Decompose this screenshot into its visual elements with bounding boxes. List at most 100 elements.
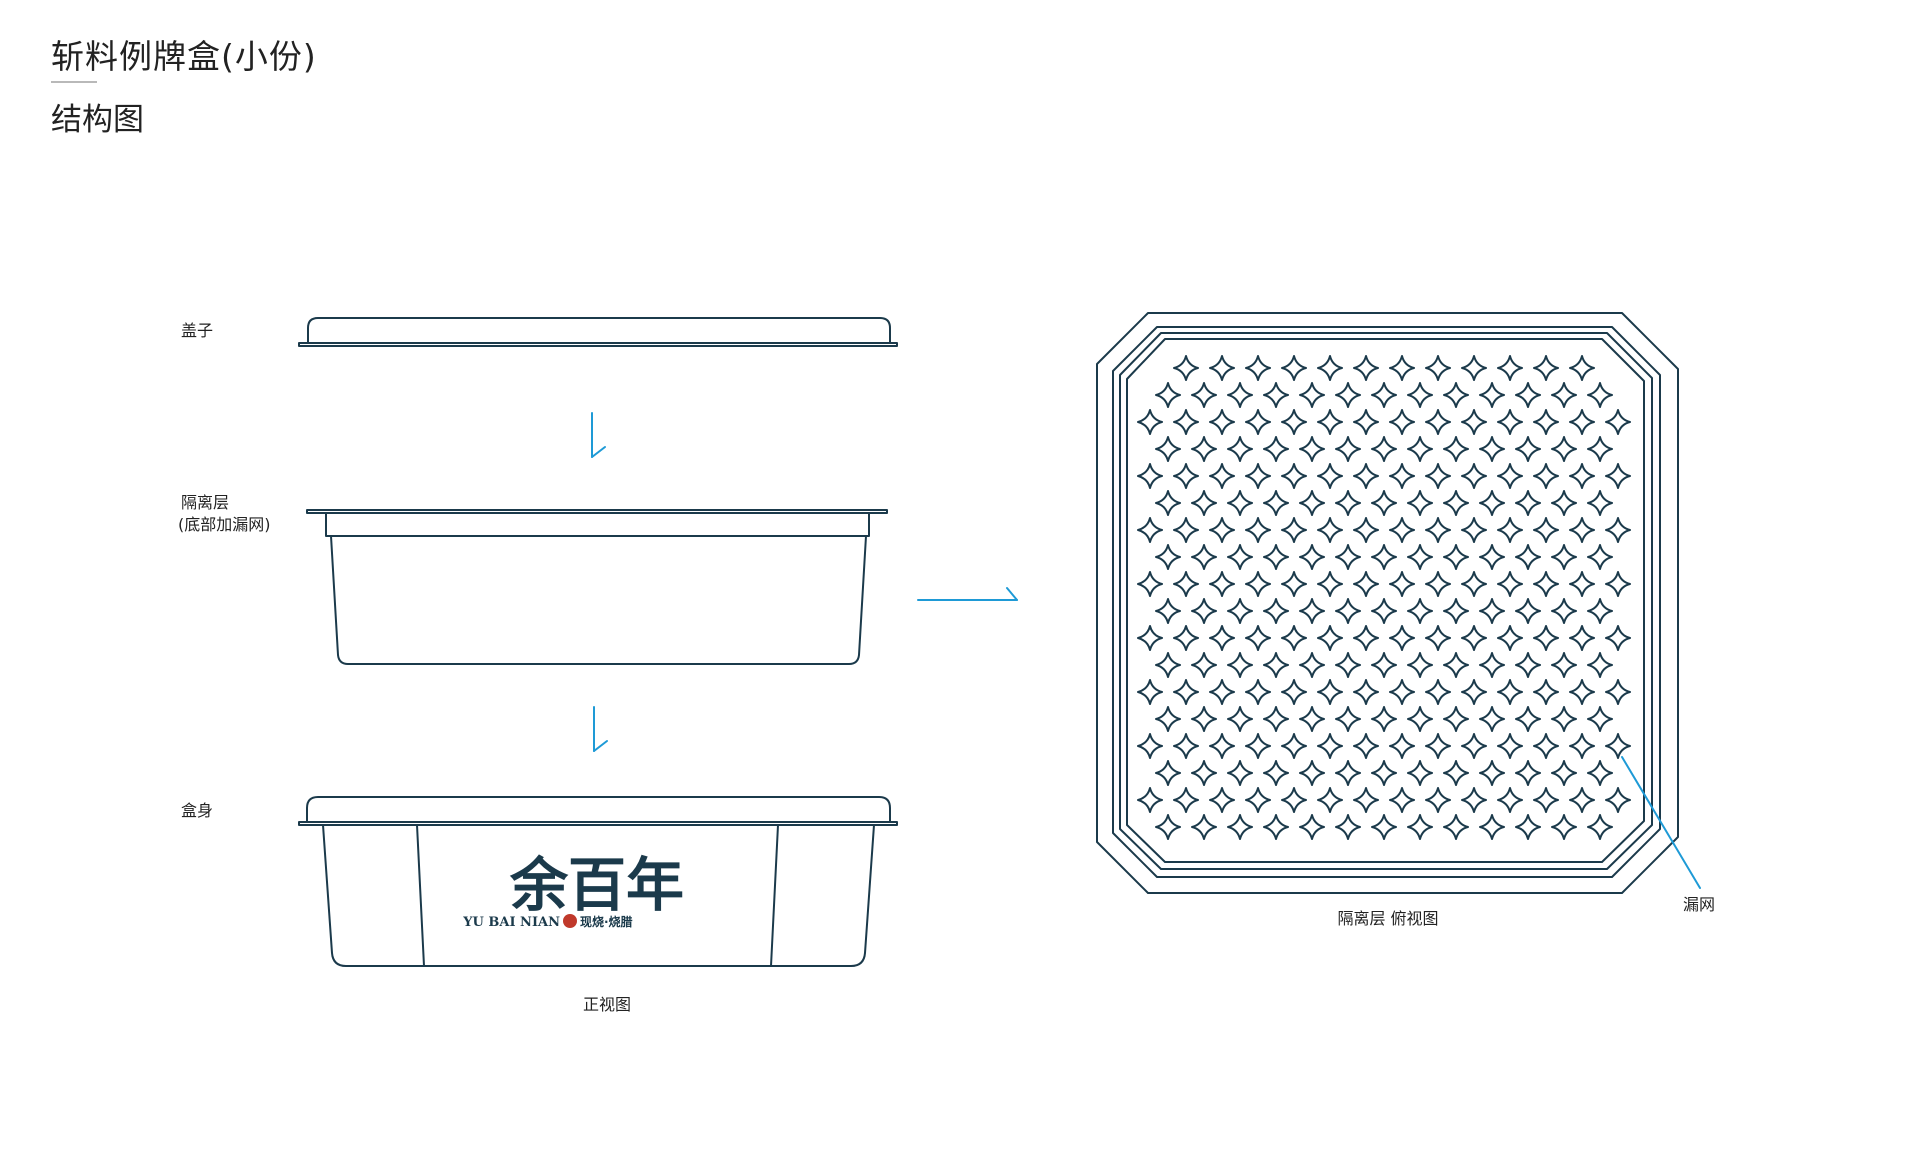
mesh-star (1407, 760, 1433, 786)
mesh-star (1245, 625, 1271, 651)
brand-name: 余百年 (509, 851, 684, 919)
mesh-star (1407, 436, 1433, 462)
mesh-star (1353, 787, 1379, 813)
mesh-star (1173, 517, 1199, 543)
mesh-star (1461, 733, 1487, 759)
mesh-star (1551, 436, 1577, 462)
mesh-star (1443, 490, 1469, 516)
mesh-star (1335, 814, 1361, 840)
mesh-star (1335, 760, 1361, 786)
mesh-star (1605, 517, 1631, 543)
mesh-star (1191, 598, 1217, 624)
mesh-star (1227, 814, 1253, 840)
brand-logo: 余百年 YU BAI NIAN 现烧·烧腊 (462, 851, 684, 930)
mesh-star (1587, 490, 1613, 516)
mesh-star (1245, 517, 1271, 543)
mesh-star (1353, 679, 1379, 705)
mesh-star (1227, 706, 1253, 732)
mesh-star (1605, 409, 1631, 435)
mesh-star (1551, 382, 1577, 408)
mesh-star (1137, 733, 1163, 759)
mesh-star (1227, 598, 1253, 624)
mesh-star (1479, 436, 1505, 462)
brand-pinyin: YU BAI NIAN (462, 915, 560, 930)
mesh-star (1389, 463, 1415, 489)
mesh-star (1515, 490, 1541, 516)
mesh-callout-label: 漏网 (1683, 895, 1716, 914)
mesh-star (1227, 544, 1253, 570)
lid-label: 盖子 (181, 321, 214, 340)
mesh-star (1407, 490, 1433, 516)
mesh-star (1587, 706, 1613, 732)
mesh-star (1461, 409, 1487, 435)
mesh-star (1605, 571, 1631, 597)
mesh-star (1533, 463, 1559, 489)
mesh-star (1587, 814, 1613, 840)
mesh-star (1371, 814, 1397, 840)
mesh-star (1497, 463, 1523, 489)
mesh-star (1605, 463, 1631, 489)
mesh-star (1317, 625, 1343, 651)
arrow-down-2-icon (593, 706, 608, 752)
mesh-star (1389, 625, 1415, 651)
mesh-star (1155, 598, 1181, 624)
mesh-star (1263, 436, 1289, 462)
mesh-star (1497, 517, 1523, 543)
mesh-star (1209, 409, 1235, 435)
mesh-star (1551, 706, 1577, 732)
mesh-star (1299, 760, 1325, 786)
mesh-star (1479, 490, 1505, 516)
separator-top-view (1096, 312, 1679, 894)
mesh-star (1137, 787, 1163, 813)
mesh-star (1281, 571, 1307, 597)
mesh-star (1425, 463, 1451, 489)
mesh-star (1281, 463, 1307, 489)
mesh-star (1569, 463, 1595, 489)
mesh-star (1191, 814, 1217, 840)
mesh-star (1263, 814, 1289, 840)
mesh-star (1137, 463, 1163, 489)
mesh-star (1335, 436, 1361, 462)
mesh-star (1551, 652, 1577, 678)
mesh-star (1497, 571, 1523, 597)
mesh-callout-line (1621, 756, 1701, 889)
mesh-star (1443, 760, 1469, 786)
mesh-star (1407, 382, 1433, 408)
mesh-star (1191, 760, 1217, 786)
mesh-star (1407, 544, 1433, 570)
mesh-star (1479, 652, 1505, 678)
mesh-star (1317, 355, 1343, 381)
mesh-star (1479, 382, 1505, 408)
mesh-star (1515, 706, 1541, 732)
mesh-star (1569, 679, 1595, 705)
mesh-star (1209, 355, 1235, 381)
mesh-star (1317, 679, 1343, 705)
mesh-star (1479, 598, 1505, 624)
mesh-star (1155, 544, 1181, 570)
mesh-star (1533, 409, 1559, 435)
mesh-star (1497, 409, 1523, 435)
page-subtitle: 结构图 (51, 102, 144, 138)
mesh-star (1335, 490, 1361, 516)
mesh-star (1317, 409, 1343, 435)
mesh-star (1371, 760, 1397, 786)
mesh-star (1263, 490, 1289, 516)
mesh-star (1461, 679, 1487, 705)
mesh-star (1479, 760, 1505, 786)
mesh-star (1515, 814, 1541, 840)
arrow-right-icon (917, 587, 1018, 601)
mesh-star (1281, 787, 1307, 813)
mesh-star (1155, 382, 1181, 408)
mesh-star (1569, 625, 1595, 651)
mesh-star (1389, 679, 1415, 705)
mesh-star (1245, 733, 1271, 759)
mesh-star (1533, 571, 1559, 597)
mesh-star (1515, 598, 1541, 624)
mesh-star (1587, 760, 1613, 786)
mesh-star (1317, 787, 1343, 813)
mesh-pattern (1137, 355, 1631, 840)
mesh-star (1227, 490, 1253, 516)
mesh-star (1533, 625, 1559, 651)
mesh-star (1245, 463, 1271, 489)
brand-slogan: 现烧·烧腊 (580, 914, 633, 929)
